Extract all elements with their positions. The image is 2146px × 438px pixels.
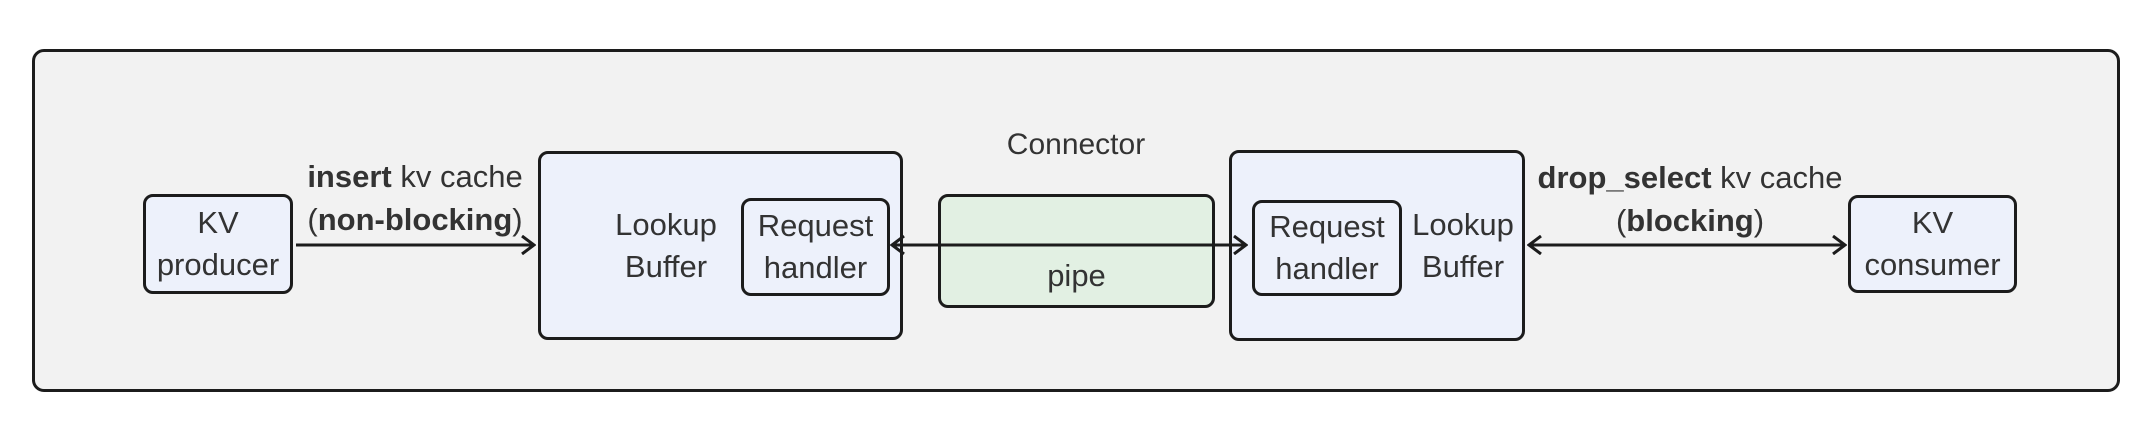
paren-close: ): [1753, 203, 1765, 238]
non-blocking-keyword: non-blocking: [317, 202, 513, 237]
connector-title: Connector: [1006, 128, 1146, 161]
lookup-buffer-left-label-line2: Buffer: [624, 248, 708, 284]
kv-producer-label-line1: KV: [197, 205, 239, 240]
lookup-buffer-right-label-line1: Lookup: [1412, 206, 1514, 242]
request-handler-left-label-line2: handler: [763, 250, 868, 285]
pipe-node: pipe: [938, 194, 1215, 308]
kv-consumer-label-line2: consumer: [1864, 247, 2001, 282]
kv-consumer-node: KV consumer: [1848, 195, 2017, 293]
kv-producer-label-line2: producer: [156, 247, 280, 282]
insert-edge-label-line2: (non-blocking): [245, 198, 585, 241]
drop-select-edge-label-line2: (blocking): [1515, 199, 1865, 242]
lookup-buffer-left-label: Lookup Buffer: [541, 154, 791, 337]
lookup-buffer-right-label-line2: Buffer: [1421, 248, 1505, 284]
drop-select-edge-label: drop_select kv cache (blocking): [1515, 156, 1865, 242]
insert-keyword: insert: [307, 159, 392, 194]
request-handler-right-node: Request handler: [1252, 200, 1402, 296]
paren-open: (: [1615, 203, 1627, 238]
drop-select-edge-label-line1: drop_select kv cache: [1515, 156, 1865, 199]
drop-select-keyword: drop_select: [1537, 160, 1712, 195]
insert-rest-text: kv cache: [391, 159, 523, 194]
kv-producer-node: KV producer: [143, 194, 293, 294]
paren-close: ): [512, 202, 523, 237]
request-handler-left-node: Request handler: [741, 198, 890, 296]
paren-open: (: [307, 202, 318, 237]
request-handler-right-label-line1: Request: [1269, 209, 1385, 244]
lookup-buffer-left-node: Lookup Buffer Request handler: [538, 151, 903, 340]
lookup-buffer-right-label: Lookup Buffer: [1398, 153, 1528, 338]
blocking-keyword: blocking: [1626, 203, 1754, 238]
kv-consumer-label-line1: KV: [1911, 205, 1954, 240]
insert-edge-label: insert kv cache (non-blocking): [245, 155, 585, 241]
insert-edge-label-line1: insert kv cache: [245, 155, 585, 198]
request-handler-left-label-line1: Request: [757, 208, 874, 243]
lookup-buffer-left-label-line1: Lookup: [615, 206, 717, 242]
lookup-buffer-right-node: Request handler Lookup Buffer: [1229, 150, 1525, 341]
request-handler-right-label-line2: handler: [1275, 251, 1379, 286]
drop-select-rest-text: kv cache: [1711, 160, 1843, 195]
pipe-label: pipe: [1047, 258, 1106, 293]
